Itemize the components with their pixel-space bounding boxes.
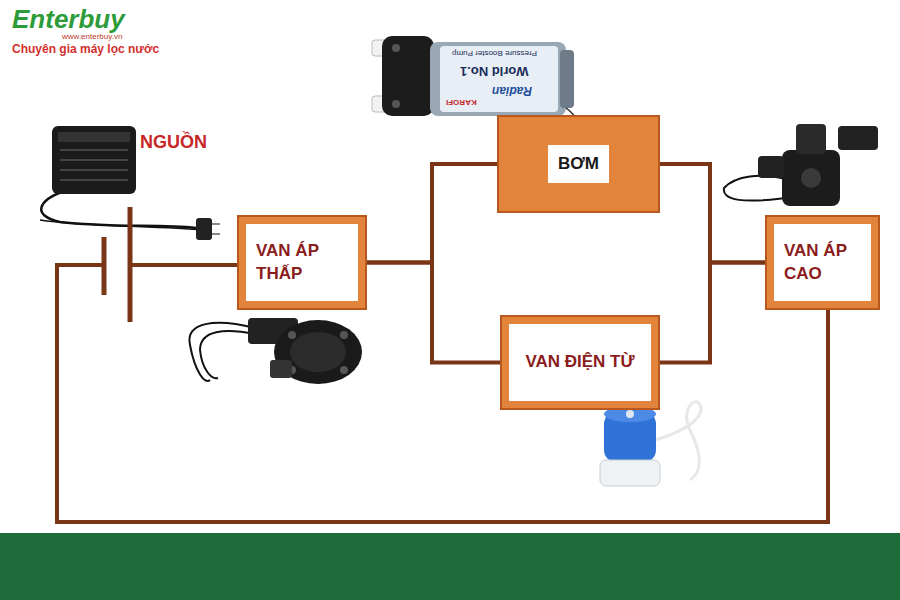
logo-slogan: Chuyên gia máy lọc nước: [12, 42, 159, 56]
label-panel: VAN ÁP CAO: [774, 224, 871, 301]
pump-type: Pressure Booster Pump: [452, 49, 537, 58]
pump-model: Radian: [492, 84, 532, 98]
wire-connector: [367, 263, 500, 363]
box-label: BƠM: [558, 153, 599, 176]
source-wiring: [57, 207, 828, 522]
box-label: VAN ÁP THẤP: [256, 240, 348, 286]
process-box: BƠM: [497, 115, 660, 213]
logo-url: www.enterbuy.vn: [62, 32, 122, 41]
logo-text: Enterbuy: [12, 4, 125, 35]
footer-band: [0, 533, 900, 600]
high-pressure-valve-picture: [724, 124, 878, 206]
process-box: VAN ĐIỆN TỪ: [500, 315, 660, 410]
solenoid-valve-picture: [600, 402, 701, 486]
wire-connector: [660, 164, 765, 263]
label-panel: BƠM: [548, 145, 609, 184]
pump-slogan: World No.1: [460, 64, 528, 79]
box-label: VAN ÁP CAO: [784, 240, 861, 286]
process-box: VAN ÁP CAO: [765, 215, 880, 310]
label-panel: VAN ĐIỆN TỪ: [509, 324, 651, 401]
pump-brand: KAROFI: [446, 98, 477, 107]
box-label: VAN ĐIỆN TỪ: [519, 351, 641, 374]
low-pressure-valve-picture: [189, 318, 362, 384]
source-label: NGUỒN: [140, 132, 207, 153]
wire-connector: [660, 263, 765, 363]
wire-connector: [367, 164, 497, 263]
label-panel: VAN ÁP THẤP: [246, 224, 358, 301]
process-box: VAN ÁP THẤP: [237, 215, 367, 310]
